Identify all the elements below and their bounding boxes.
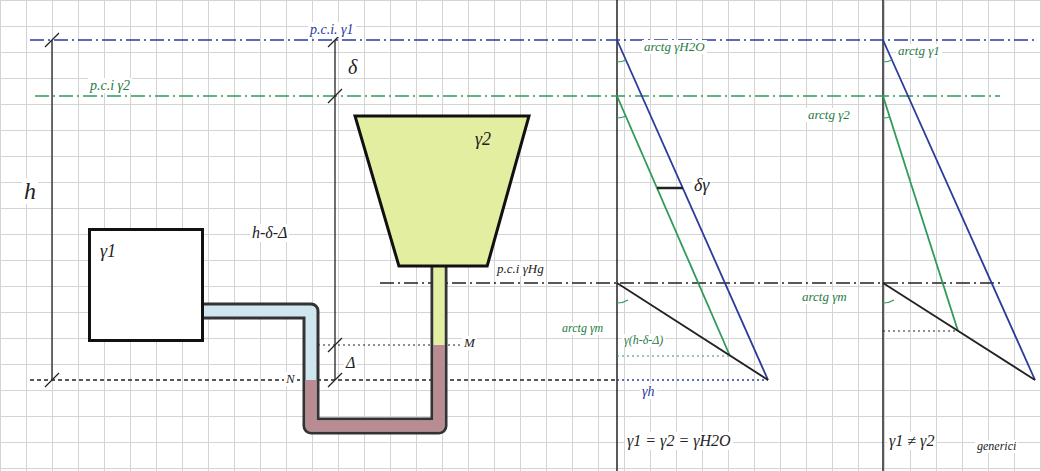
- diagram-label: arctg γm: [560, 322, 605, 335]
- diagram-label: p.c.i. γ1: [308, 22, 356, 37]
- angle-arc: [883, 300, 894, 303]
- diagram-label: δ: [346, 56, 359, 78]
- dimension-tick: [45, 33, 59, 47]
- diagram-label: p.c.i γHg: [495, 262, 546, 276]
- diagram-label: γ(h-δ-Δ): [622, 334, 665, 347]
- angle-arc: [883, 117, 890, 118]
- tank-box: γ1: [88, 228, 204, 342]
- fluid-weight-label: γ1: [100, 242, 116, 262]
- pipe-wall: [202, 265, 439, 426]
- free-surface-line: [35, 95, 1000, 97]
- pipe-mercury: [311, 345, 439, 426]
- angle-arc: [617, 60, 626, 62]
- diagram-label: arctg γH2O: [642, 40, 707, 54]
- diagram-label: γ1 ≠ γ2: [887, 432, 936, 450]
- diagram-label: generici: [975, 440, 1018, 453]
- dimension-tick: [328, 373, 342, 387]
- manometer-pipe: [202, 265, 439, 426]
- diagram-label: p.c.i γ2: [88, 78, 132, 93]
- panel-divider: [882, 0, 884, 471]
- diagram-label: M: [462, 336, 477, 350]
- pressure-line: [883, 283, 1035, 380]
- diagram-label: γh: [640, 384, 657, 399]
- dimension-tick: [328, 89, 342, 103]
- level-line: [883, 330, 958, 331]
- tank-shape: [90, 230, 203, 341]
- dimension-line: [51, 40, 52, 380]
- pressure-line: [617, 96, 730, 356]
- datum-line: [617, 379, 768, 380]
- datum-line: [30, 379, 617, 380]
- diagram-label: h: [22, 178, 38, 204]
- tank-shape: [355, 116, 529, 266]
- level-line: [617, 355, 730, 356]
- diagram-label: Δ: [344, 354, 357, 372]
- pressure-line: [617, 283, 768, 380]
- tank-trapezoid: γ2: [353, 114, 531, 268]
- angle-arc: [617, 300, 628, 303]
- diagram-label: N: [284, 372, 297, 386]
- dimension-line: [334, 40, 335, 380]
- pressure-line: [617, 40, 768, 380]
- pressure-line: [883, 40, 1035, 380]
- dimension-tick: [45, 373, 59, 387]
- fluid-weight-label: γ2: [475, 130, 491, 150]
- pressure-line: [883, 96, 958, 331]
- tank-outline: [353, 114, 531, 268]
- angle-arc: [617, 116, 626, 118]
- diagram-label: h-δ-Δ: [250, 224, 289, 242]
- angle-arc: [883, 60, 892, 62]
- diagram-label: arctg γm: [800, 290, 849, 304]
- diagram-label: arctg γ1: [896, 44, 942, 58]
- pipe-fluid-2: [434, 265, 445, 345]
- free-surface-line: [380, 282, 1000, 284]
- diagram-label: arctg γ2: [806, 108, 852, 122]
- diagram-label: γ1 = γ2 = γH2O: [625, 432, 733, 450]
- free-surface-line: [30, 39, 1035, 41]
- panel-divider: [616, 0, 618, 471]
- diagram-label: δγ: [692, 176, 711, 196]
- pressure-difference-bar: [657, 187, 683, 190]
- pipe-water: [202, 265, 439, 426]
